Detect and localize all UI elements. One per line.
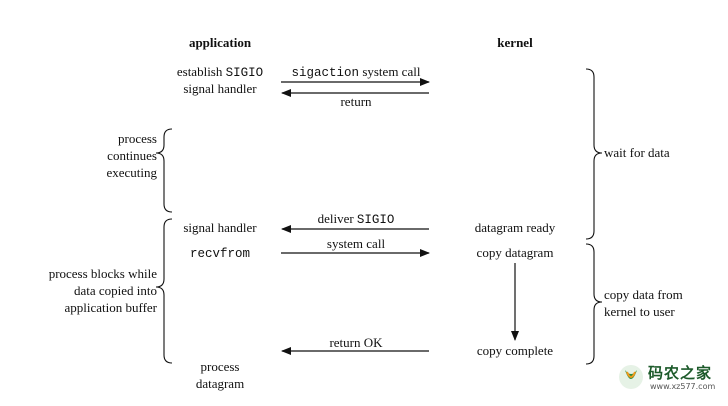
process-continues-brace xyxy=(155,128,173,213)
process-blocks-line1: process blocks while xyxy=(48,266,157,281)
copy-complete-label: copy complete xyxy=(476,343,554,358)
leaf-logo-icon xyxy=(619,365,643,389)
process-blocks-line2: data copied into xyxy=(73,283,157,298)
copy-datagram-label: copy datagram xyxy=(476,245,554,260)
process-datagram-line2: datagram xyxy=(195,376,245,391)
watermark-text: 码农之家 xyxy=(648,364,713,382)
establish-handler-label-line2: signal handler xyxy=(183,81,257,96)
process-continues-line2: continues xyxy=(107,148,157,163)
wait-for-data-label: wait for data xyxy=(604,145,670,160)
kernel-header: kernel xyxy=(497,35,533,50)
wait-for-data-brace xyxy=(585,68,603,240)
process-datagram-line1: process xyxy=(200,359,240,374)
establish-handler-label-line1: establish SIGIO xyxy=(176,64,264,80)
datagram-ready-label: datagram ready xyxy=(474,220,556,235)
process-blocks-brace xyxy=(155,218,173,364)
watermark-url: www.xz577.com xyxy=(650,382,716,391)
sigaction-arrow-label: sigaction system call xyxy=(291,64,421,80)
copy-data-line2: kernel to user xyxy=(604,304,675,319)
copy-data-line1: copy data from xyxy=(604,287,683,302)
return-arrow-label: return xyxy=(340,94,372,109)
signal-handler-label: signal handler xyxy=(183,220,257,235)
process-blocks-line3: application buffer xyxy=(64,300,157,315)
process-continues-line3: executing xyxy=(106,165,157,180)
process-continues-line1: process xyxy=(118,131,157,146)
recvfrom-label: recvfrom xyxy=(189,247,251,261)
watermark: 码农之家 www.xz577.com xyxy=(608,360,726,400)
application-header: application xyxy=(188,35,252,50)
return-ok-arrow-label: return OK xyxy=(329,335,383,350)
copy-data-brace xyxy=(585,243,603,365)
system-call-arrow-label: system call xyxy=(326,236,386,251)
deliver-sigio-arrow-label: deliver SIGIO xyxy=(317,211,395,227)
